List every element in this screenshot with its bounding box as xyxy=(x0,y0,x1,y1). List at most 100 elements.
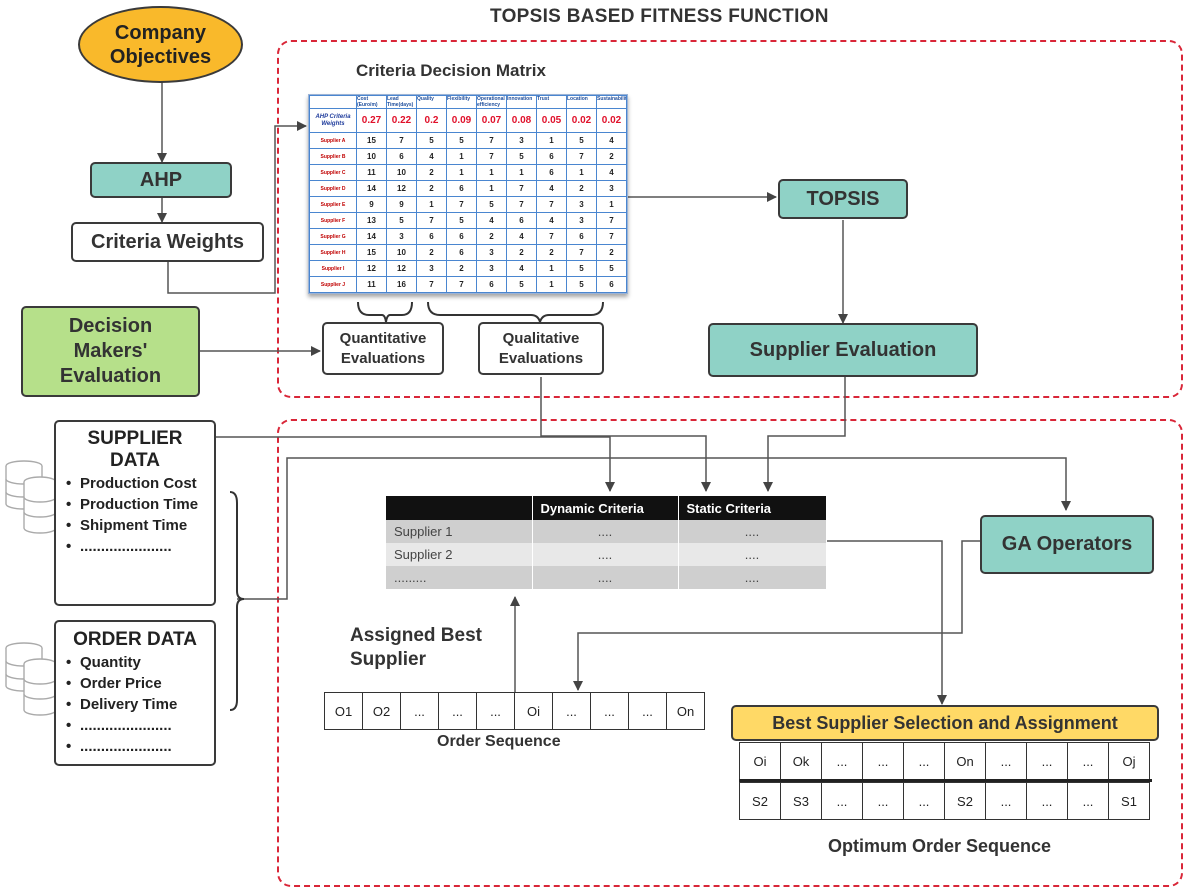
optimum-order-cell: ... xyxy=(985,742,1027,780)
matrix-cell: 1 xyxy=(566,164,597,181)
matrix-cell: 3 xyxy=(476,244,507,261)
table-cell: ......... xyxy=(386,566,533,589)
matrix-row-label: Supplier I xyxy=(309,260,357,277)
matrix-cell: 11 xyxy=(356,276,387,293)
matrix-cell: 4 xyxy=(506,260,537,277)
order-database-icon xyxy=(5,642,57,716)
supplier-data-box: SUPPLIER DATA Production Cost Production… xyxy=(54,420,216,606)
matrix-cell: 2 xyxy=(596,148,627,165)
optimum-order-cell: ... xyxy=(903,742,945,780)
order-cell: On xyxy=(666,692,705,730)
matrix-row-label: Supplier G xyxy=(309,228,357,245)
order-cell: ... xyxy=(552,692,591,730)
edge-supplierdata-table xyxy=(216,436,615,492)
supplier-data-item: ...................... xyxy=(66,536,214,557)
matrix-cell: 6 xyxy=(536,148,567,165)
matrix-cell: 7 xyxy=(416,212,447,229)
matrix-cell: 7 xyxy=(596,228,627,245)
matrix-cell: 2 xyxy=(596,244,627,261)
order-cell: O1 xyxy=(324,692,363,730)
order-cell: ... xyxy=(590,692,629,730)
matrix-header: Operational efficiency xyxy=(476,95,507,109)
matrix-cell: 3 xyxy=(566,212,597,229)
table-cell: .... xyxy=(532,566,679,589)
optimum-order-sequence-label: Optimum Order Sequence xyxy=(828,836,1052,856)
matrix-cell: 4 xyxy=(416,148,447,165)
matrix-cell: 2 xyxy=(416,164,447,181)
decision-makers-node: Decision Makers' Evaluation xyxy=(21,306,200,397)
matrix-cell: 15 xyxy=(356,244,387,261)
matrix-cell: 9 xyxy=(356,196,387,213)
matrix-cell: 13 xyxy=(356,212,387,229)
optimum-order-cell: ... xyxy=(1026,742,1068,780)
matrix-cell: 5 xyxy=(446,212,477,229)
matrix-header: Sustainability xyxy=(596,95,627,109)
matrix-header: Location xyxy=(566,95,597,109)
optimum-divider xyxy=(739,779,1152,782)
matrix-cell: 2 xyxy=(476,228,507,245)
table-cell: .... xyxy=(678,520,827,543)
matrix-cell: 1 xyxy=(596,196,627,213)
matrix-cell: 6 xyxy=(446,244,477,261)
supplier-data-item: Shipment Time xyxy=(66,515,214,536)
matrix-header: Lead Time(days) xyxy=(386,95,417,109)
matrix-cell: 14 xyxy=(356,228,387,245)
matrix-cell: 4 xyxy=(536,180,567,197)
order-data-box: ORDER DATA Quantity Order Price Delivery… xyxy=(54,620,216,766)
optimum-order-cell: On xyxy=(944,742,986,780)
optimum-supplier-cell: ... xyxy=(821,782,863,820)
matrix-cell: 5 xyxy=(596,260,627,277)
edge-qualitative-table xyxy=(540,377,711,492)
supplier-data-item: Production Cost xyxy=(66,473,214,494)
optimum-order-cell: Oj xyxy=(1108,742,1150,780)
matrix-cell: 3 xyxy=(416,260,447,277)
order-cell: ... xyxy=(438,692,477,730)
matrix-cell: 7 xyxy=(446,276,477,293)
matrix-cell: 4 xyxy=(536,212,567,229)
matrix-cell: 1 xyxy=(536,132,567,149)
matrix-cell: 7 xyxy=(536,228,567,245)
edge-data-ga xyxy=(237,457,1071,600)
matrix-cell: 10 xyxy=(386,244,417,261)
matrix-cell: 12 xyxy=(386,260,417,277)
matrix-cell: 4 xyxy=(476,212,507,229)
matrix-cell: 7 xyxy=(476,148,507,165)
matrix-cell: 5 xyxy=(566,260,597,277)
optimum-order-cell: ... xyxy=(1067,742,1109,780)
brace-data xyxy=(229,491,245,711)
edge-ga-sequence xyxy=(573,540,980,691)
matrix-cell: 1 xyxy=(476,164,507,181)
matrix-cell: 5 xyxy=(566,132,597,149)
matrix-weight: 0.02 xyxy=(566,108,597,133)
matrix-cell: 1 xyxy=(536,260,567,277)
matrix-cell: 7 xyxy=(416,276,447,293)
matrix-cell: 7 xyxy=(506,180,537,197)
matrix-cell: 3 xyxy=(386,228,417,245)
table-cell: .... xyxy=(532,543,679,566)
matrix-row-label: Supplier E xyxy=(309,196,357,213)
table-row: ......... .... .... xyxy=(386,566,827,589)
table-cell: Supplier 2 xyxy=(386,543,533,566)
optimum-supplier-cell: ... xyxy=(1026,782,1068,820)
brace-qualitative xyxy=(427,301,604,326)
matrix-cell: 2 xyxy=(416,244,447,261)
matrix-cell: 6 xyxy=(596,276,627,293)
matrix-cell: 3 xyxy=(596,180,627,197)
optimum-order-cell: ... xyxy=(821,742,863,780)
matrix-header: Quality xyxy=(416,95,447,109)
matrix-header: Cost (Euro/m) xyxy=(356,95,387,109)
matrix-cell: 10 xyxy=(356,148,387,165)
matrix-cell: 2 xyxy=(416,180,447,197)
matrix-cell: 12 xyxy=(356,260,387,277)
table-row: Supplier 1 .... .... xyxy=(386,520,827,543)
